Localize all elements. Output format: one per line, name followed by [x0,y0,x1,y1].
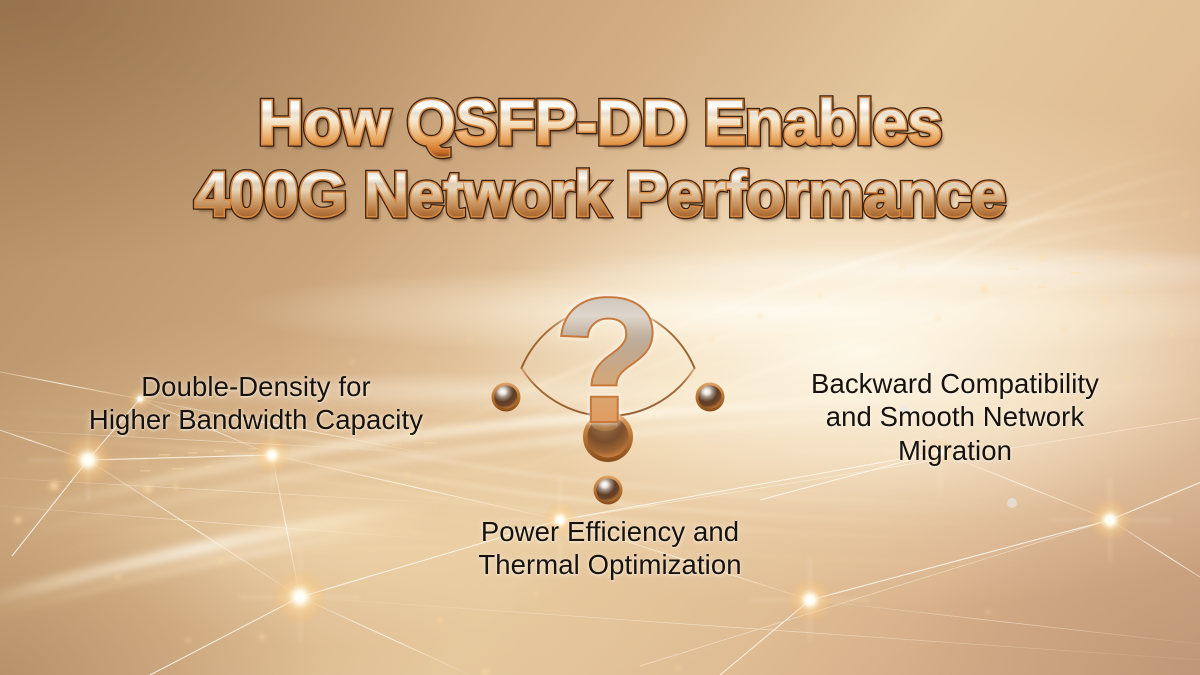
label-power-efficiency-line-1: Power Efficiency and [480,516,740,547]
label-backward-compatibility: Backward Compatibility and Smooth Networ… [760,367,1150,467]
page-title: How QSFP-DD Enables How QSFP-DD Enables … [0,89,1200,230]
title-line-2-face: 400G Network Performance [194,160,1006,230]
title-line-1-face: How QSFP-DD Enables [258,88,942,158]
label-double-density-line-1: Double-Density for [141,371,371,402]
label-power-efficiency: Power Efficiency and Thermal Optimizatio… [430,515,790,582]
title-line-2: 400G Network Performance 400G Network Pe… [0,161,1200,230]
title-line-2-metal: 400G Network Performance 400G Network Pe… [192,161,1009,230]
label-double-density-line-2: Higher Bandwidth Capacity [88,404,424,436]
background-data-dashes [140,256,1134,472]
label-backward-compatibility-line-3: Migration [897,434,1012,466]
label-double-density: Double-Density for Higher Bandwidth Capa… [46,370,466,437]
label-backward-compatibility-line-1: Backward Compatibility [811,368,1099,399]
network-links-faint [0,417,1200,667]
question-mark-icon: ? ? ? [493,270,723,453]
ring-sphere-bottom [593,475,623,505]
label-power-efficiency-line-2: Thermal Optimization [478,549,742,581]
network-nodes [62,386,1132,625]
title-line-1: How QSFP-DD Enables How QSFP-DD Enables … [0,89,1200,158]
title-line-1-metal: How QSFP-DD Enables How QSFP-DD Enables … [255,89,945,158]
label-backward-compatibility-line-2: and Smooth Network [825,401,1085,433]
question-mark-face: ? [554,263,662,459]
center-question-graphic: ? ? ? [491,270,725,513]
